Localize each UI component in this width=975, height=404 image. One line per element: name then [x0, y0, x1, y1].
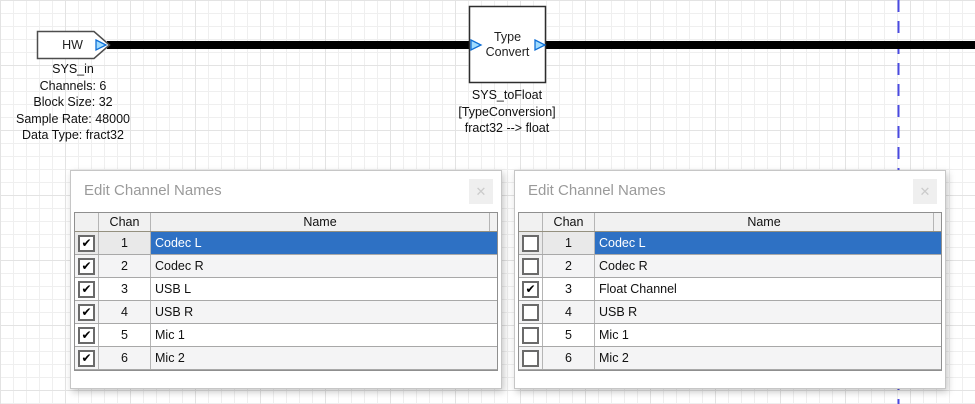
chan-cell[interactable]: 4 [99, 301, 151, 323]
chan-cell[interactable]: 3 [543, 278, 595, 300]
table-row[interactable]: ✔ 6 Mic 2 [75, 347, 497, 370]
name-cell[interactable]: Mic 2 [151, 347, 497, 369]
type-convert-input-port-icon[interactable] [470, 38, 483, 52]
type-convert-block[interactable] [468, 5, 547, 84]
check-column-header [75, 213, 99, 231]
channel-checkbox[interactable]: ✔ [78, 280, 95, 298]
check-icon: ✔ [81, 282, 92, 296]
check-icon: ✔ [81, 328, 92, 342]
type-convert-output-port-icon[interactable] [534, 38, 547, 52]
table-body: ✔ 1 Codec L ✔ 2 Codec R ✔ 3 USB L ✔ 4 US… [75, 232, 497, 370]
name-cell[interactable]: Codec L [595, 232, 941, 254]
chan-cell[interactable]: 2 [99, 255, 151, 277]
checkbox-cell[interactable]: ✔ [75, 255, 99, 277]
channel-checkbox[interactable] [522, 349, 539, 367]
channel-table: Chan Name 1 Codec L 2 Codec R ✔ 3 Float … [518, 212, 942, 371]
channel-checkbox[interactable]: ✔ [522, 280, 539, 298]
check-icon: ✔ [81, 259, 92, 273]
name-cell[interactable]: Codec R [151, 255, 497, 277]
table-row[interactable]: 2 Codec R [519, 255, 941, 278]
channel-table: Chan Name ✔ 1 Codec L ✔ 2 Codec R ✔ 3 US… [74, 212, 498, 371]
dialog-titlebar[interactable]: Edit Channel Names ✕ [71, 171, 501, 212]
name-cell[interactable]: Mic 1 [151, 324, 497, 346]
channel-checkbox[interactable]: ✔ [78, 234, 95, 252]
edit-channel-names-dialog-1: Edit Channel Names ✕ Chan Name ✔ 1 Codec… [70, 170, 502, 389]
dialog-title: Edit Channel Names [528, 182, 666, 199]
chan-cell[interactable]: 2 [543, 255, 595, 277]
channel-checkbox[interactable]: ✔ [78, 349, 95, 367]
table-row[interactable]: ✔ 3 USB L [75, 278, 497, 301]
name-cell[interactable]: Mic 1 [595, 324, 941, 346]
table-header: Chan Name [75, 213, 497, 232]
channel-checkbox[interactable]: ✔ [78, 257, 95, 275]
name-cell[interactable]: USB R [151, 301, 497, 323]
check-icon: ✔ [525, 282, 536, 296]
checkbox-cell[interactable]: ✔ [519, 278, 543, 300]
check-icon: ✔ [81, 351, 92, 365]
check-column-header [519, 213, 543, 231]
chan-cell[interactable]: 1 [99, 232, 151, 254]
checkbox-cell[interactable] [519, 301, 543, 323]
table-header: Chan Name [519, 213, 941, 232]
chan-column-header: Chan [543, 213, 595, 231]
table-row[interactable]: 4 USB R [519, 301, 941, 324]
close-button[interactable]: ✕ [469, 179, 493, 204]
name-cell[interactable]: Codec R [595, 255, 941, 277]
dialog-title: Edit Channel Names [84, 182, 222, 199]
chan-cell[interactable]: 1 [543, 232, 595, 254]
checkbox-cell[interactable]: ✔ [75, 232, 99, 254]
name-column-header: Name [595, 213, 934, 231]
checkbox-cell[interactable]: ✔ [75, 324, 99, 346]
chan-cell[interactable]: 5 [543, 324, 595, 346]
hw-block[interactable] [36, 30, 111, 60]
check-icon: ✔ [81, 305, 92, 319]
table-row[interactable]: ✔ 3 Float Channel [519, 278, 941, 301]
chan-cell[interactable]: 5 [99, 324, 151, 346]
name-cell[interactable]: Mic 2 [595, 347, 941, 369]
edit-channel-names-dialog-2: Edit Channel Names ✕ Chan Name 1 Codec L… [514, 170, 946, 389]
dialog-titlebar[interactable]: Edit Channel Names ✕ [515, 171, 945, 212]
chan-cell[interactable]: 6 [543, 347, 595, 369]
name-cell[interactable]: USB R [595, 301, 941, 323]
channel-checkbox[interactable] [522, 303, 539, 321]
channel-checkbox[interactable] [522, 234, 539, 252]
table-row[interactable]: ✔ 2 Codec R [75, 255, 497, 278]
name-column-header: Name [151, 213, 490, 231]
check-icon: ✔ [81, 236, 92, 250]
table-row[interactable]: 1 Codec L [519, 232, 941, 255]
name-cell[interactable]: Float Channel [595, 278, 941, 300]
table-row[interactable]: ✔ 1 Codec L [75, 232, 497, 255]
table-row[interactable]: 6 Mic 2 [519, 347, 941, 370]
checkbox-cell[interactable] [519, 232, 543, 254]
table-row[interactable]: 5 Mic 1 [519, 324, 941, 347]
header-spacer [490, 213, 497, 231]
chan-cell[interactable]: 6 [99, 347, 151, 369]
table-row[interactable]: ✔ 4 USB R [75, 301, 497, 324]
chan-cell[interactable]: 3 [99, 278, 151, 300]
channel-checkbox[interactable] [522, 257, 539, 275]
checkbox-cell[interactable] [519, 324, 543, 346]
channel-checkbox[interactable]: ✔ [78, 326, 95, 344]
table-row[interactable]: ✔ 5 Mic 1 [75, 324, 497, 347]
channel-checkbox[interactable]: ✔ [78, 303, 95, 321]
name-cell[interactable]: Codec L [151, 232, 497, 254]
checkbox-cell[interactable]: ✔ [75, 278, 99, 300]
chan-column-header: Chan [99, 213, 151, 231]
name-cell[interactable]: USB L [151, 278, 497, 300]
checkbox-cell[interactable] [519, 255, 543, 277]
checkbox-cell[interactable]: ✔ [75, 347, 99, 369]
hw-output-port-icon[interactable] [95, 38, 108, 52]
close-button[interactable]: ✕ [913, 179, 937, 204]
table-body: 1 Codec L 2 Codec R ✔ 3 Float Channel 4 … [519, 232, 941, 370]
header-spacer [934, 213, 941, 231]
checkbox-cell[interactable] [519, 347, 543, 369]
chan-cell[interactable]: 4 [543, 301, 595, 323]
checkbox-cell[interactable]: ✔ [75, 301, 99, 323]
channel-checkbox[interactable] [522, 326, 539, 344]
